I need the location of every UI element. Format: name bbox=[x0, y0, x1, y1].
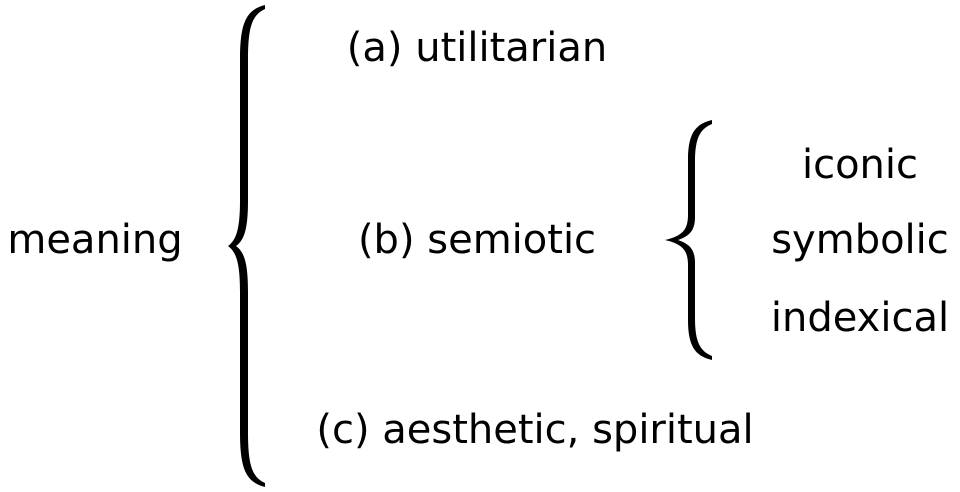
branch-c-label: (c) aesthetic, spiritual bbox=[316, 407, 754, 453]
branch-b-label: (b) semiotic bbox=[357, 217, 597, 263]
semiotic-child-symbolic: symbolic bbox=[771, 217, 949, 263]
semiotic-child-indexical: indexical bbox=[770, 295, 950, 341]
semiotic-child-iconic: iconic bbox=[801, 142, 919, 188]
large-brace bbox=[228, 5, 265, 487]
root-label: meaning bbox=[7, 217, 183, 263]
small-brace bbox=[665, 120, 712, 360]
branch-a-label: (a) utilitarian bbox=[346, 25, 608, 71]
